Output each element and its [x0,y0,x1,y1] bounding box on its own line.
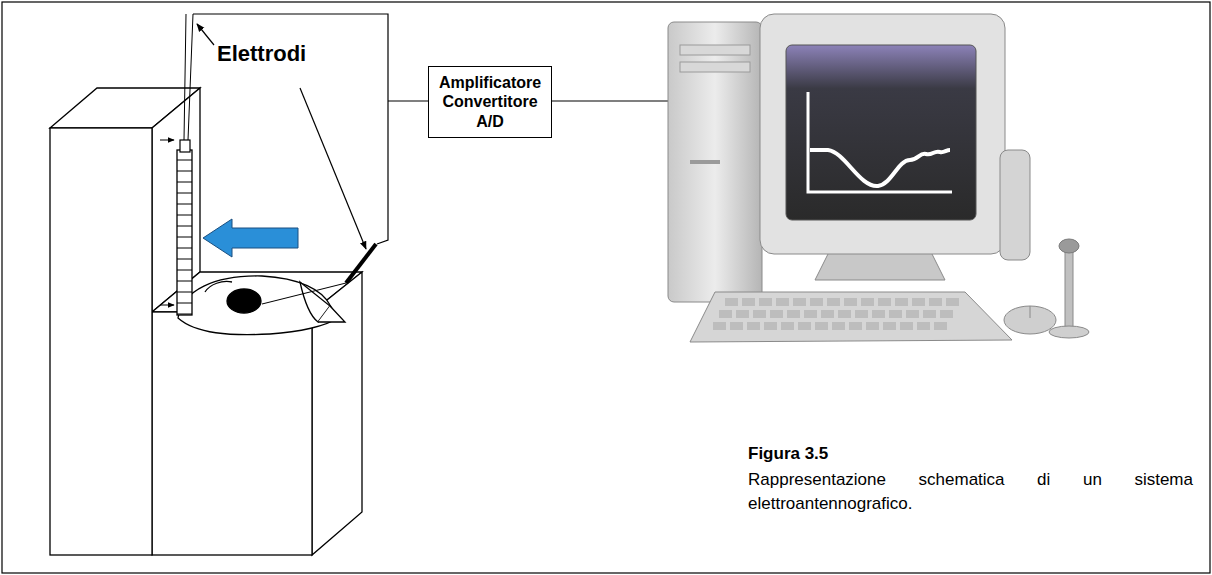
process-box: Amplificatore Convertitore A/D [428,66,552,139]
electrode-label: Elettrodi [217,41,306,67]
reference-electrode [346,244,376,283]
stimulus-arrow [203,219,298,257]
electrode-wire [262,283,346,304]
wire [552,100,672,101]
antenna [177,140,192,315]
wire [388,100,428,101]
leader-line [300,88,366,249]
cut-mark [160,140,174,305]
figure-number: Figura 3.5 [748,444,828,464]
leader-line [197,24,214,45]
computer [668,14,1089,342]
insect-head [178,276,345,335]
stand-block [50,88,362,555]
box-text: Amplificatore Convertitore A/D [434,73,546,132]
wire [193,14,388,244]
recording-electrode [184,14,193,140]
figure-caption: Rappresentazione schematica di un sistem… [748,468,1193,516]
